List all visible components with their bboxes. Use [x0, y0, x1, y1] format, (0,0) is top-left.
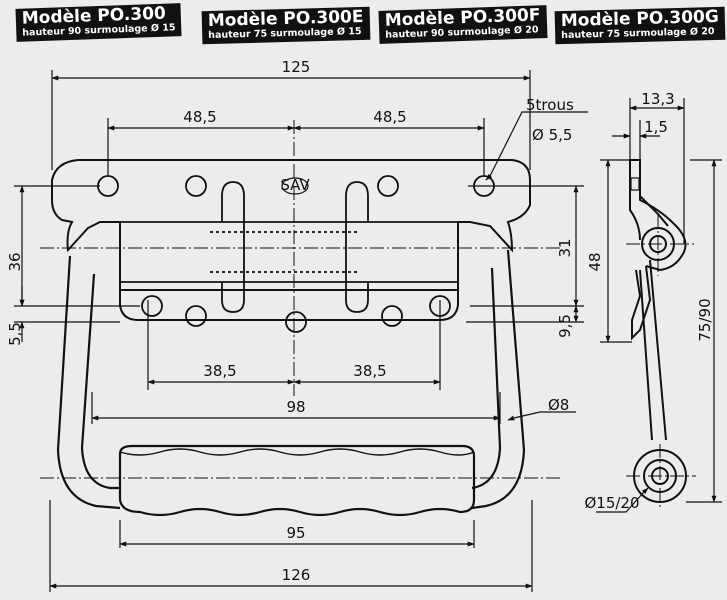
dim-38-5-right: 38,5: [353, 362, 386, 380]
dimension-lines: [14, 70, 588, 592]
dim-1-5: 1,5: [644, 118, 668, 136]
plate-outline: [51, 159, 531, 321]
dim-125: 125: [282, 58, 311, 76]
hole: [185, 175, 207, 197]
stamp-label: SAV: [280, 176, 310, 194]
mounting-holes: [97, 175, 495, 333]
hole: [285, 311, 307, 333]
dim-36: 36: [6, 252, 24, 271]
dim-75-90: 75/90: [696, 298, 714, 341]
side-dimension-labels: 13,3 1,5 48 75/90 Ø15/20: [584, 90, 714, 512]
dim-95: 95: [286, 524, 305, 542]
side-dimension-lines: [596, 98, 722, 513]
dim-holes-count: 5trous: [526, 96, 574, 114]
dim-9-5: 9,5: [556, 314, 574, 338]
dim-48-5-right: 48,5: [373, 108, 406, 126]
hole: [377, 175, 399, 197]
handle-grip: [118, 444, 476, 517]
dim-126: 126: [282, 566, 311, 584]
dim-48-5-left: 48,5: [183, 108, 216, 126]
plate-crossbar: [120, 181, 458, 313]
side-centerlines: [626, 214, 696, 508]
dim-grip-diameter: Ø15/20: [584, 494, 639, 512]
hole: [381, 305, 403, 327]
dim-5-5: 5,5: [6, 322, 24, 346]
dim-38-5-left: 38,5: [203, 362, 236, 380]
dim-98: 98: [286, 398, 305, 416]
sav-stamp: SAV: [280, 176, 310, 195]
side-view: [629, 159, 687, 503]
dimension-labels: 125 48,5 48,5 5trous Ø 5,5 38,5 38,5 98 …: [6, 58, 574, 584]
dim-hole-diameter: Ø 5,5: [532, 126, 572, 144]
dim-31: 31: [556, 238, 574, 257]
dim-rod-diameter: Ø8: [548, 396, 569, 414]
dim-48: 48: [586, 252, 604, 271]
centerlines: [40, 120, 560, 479]
hole: [97, 175, 119, 197]
hole: [141, 295, 163, 317]
handle-bail: [56, 249, 526, 510]
hole: [185, 305, 207, 327]
dim-13-3: 13,3: [641, 90, 674, 108]
